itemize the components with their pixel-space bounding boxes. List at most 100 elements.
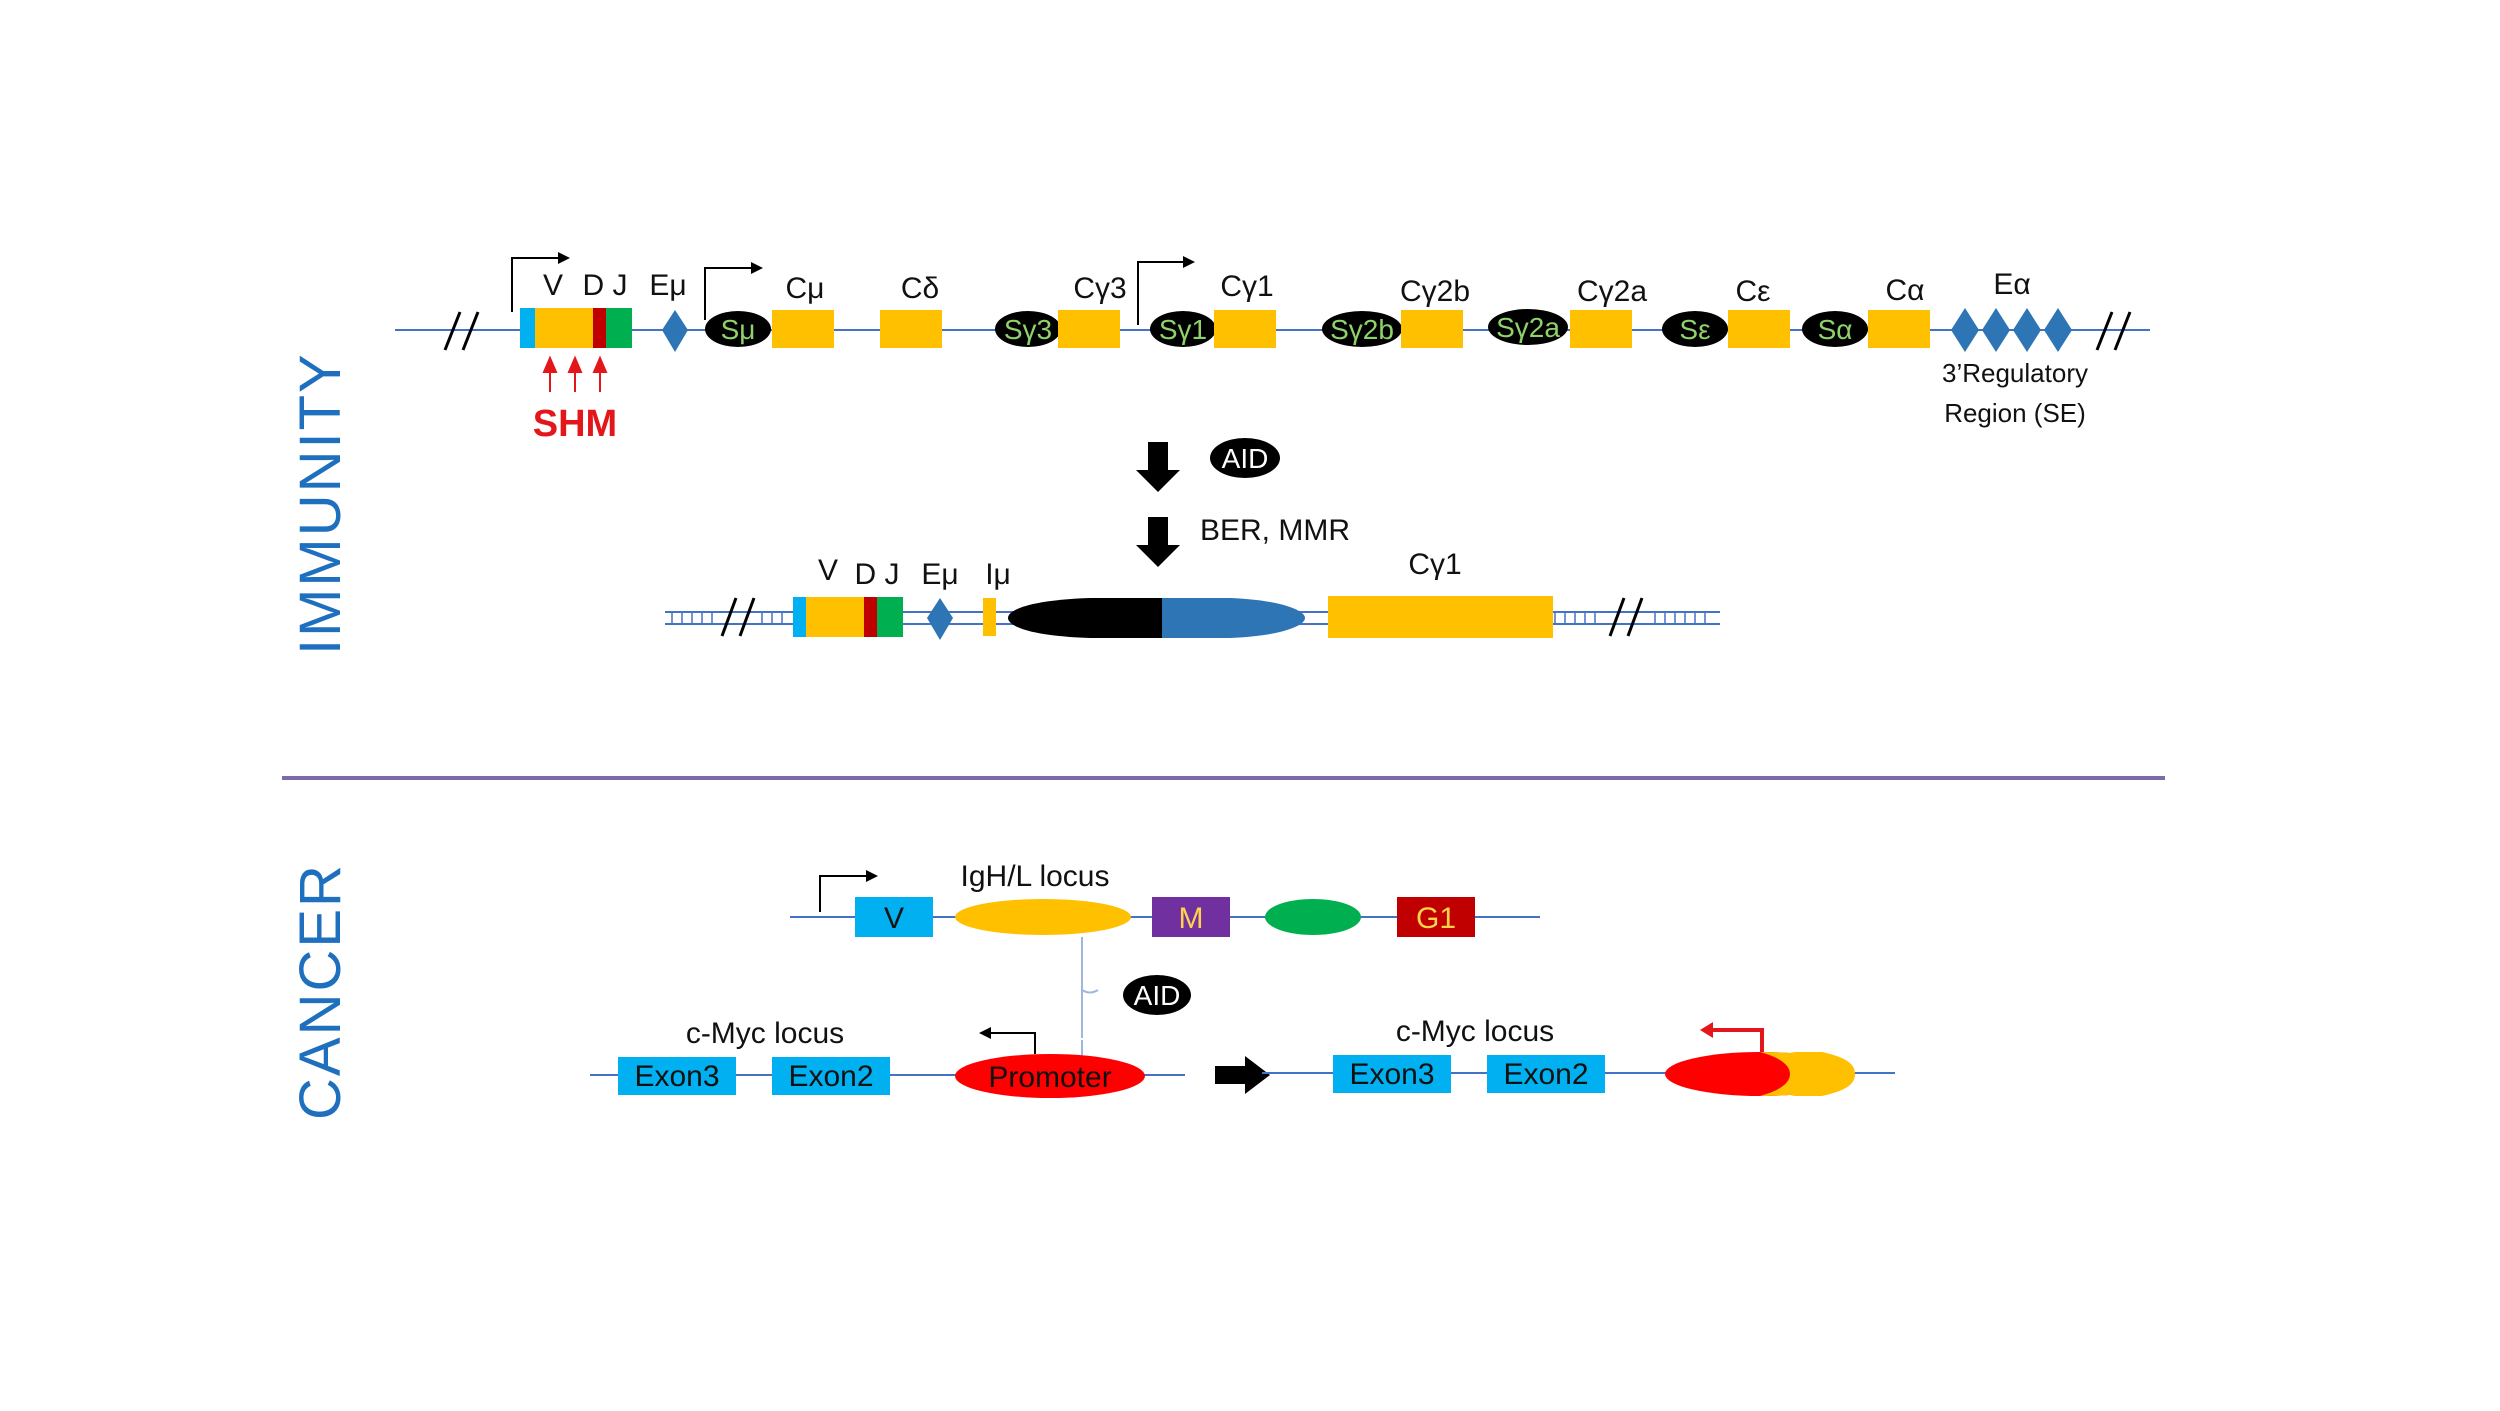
switch-label-sg3: Sγ3 bbox=[1004, 314, 1052, 345]
constant-gene-cg3 bbox=[1058, 310, 1120, 348]
label-regulatory-line1: 3’Regulatory bbox=[1942, 358, 2088, 388]
recombined-imu-box bbox=[983, 598, 996, 636]
label-cdelta: Cδ bbox=[901, 272, 939, 305]
igh-enhancer-ellipse bbox=[955, 899, 1131, 935]
switch-label-smu: Sμ bbox=[721, 314, 756, 345]
myc-after-exon3-box bbox=[1333, 1055, 1451, 1093]
break-mark-right bbox=[2095, 311, 2132, 351]
ea-enhancer-diamond-3 bbox=[2013, 308, 2041, 352]
myc-exon3-box bbox=[618, 1057, 736, 1095]
label-ca: Cα bbox=[1885, 274, 1924, 307]
igh-v-label: V bbox=[884, 902, 904, 935]
section-title-cancer: CANCER bbox=[288, 863, 353, 1120]
label-shm: SHM bbox=[533, 403, 617, 445]
label-ea: Eα bbox=[1993, 268, 2030, 301]
sg1-promoter-arrow bbox=[1137, 261, 1190, 325]
germline-locus: Sμ Sγ3 Sγ1 Sγ2b Sγ2a Sε Sα V D J Eμ Cμ C… bbox=[395, 252, 2150, 445]
myc-exon2-box bbox=[772, 1057, 890, 1095]
v-leader-segment bbox=[520, 308, 535, 348]
ladder-rungs-left bbox=[671, 612, 783, 624]
label-ce: Cε bbox=[1735, 275, 1770, 308]
m-label: M bbox=[1179, 902, 1204, 935]
label-repair: BER, MMR bbox=[1200, 514, 1350, 547]
myc-locus-after: c-Myc locus Exon3 Exon2 bbox=[1262, 1015, 1895, 1096]
v-promoter-arrowhead bbox=[558, 252, 570, 264]
break-mark-left bbox=[443, 311, 480, 351]
recombined-d-segment bbox=[864, 597, 877, 637]
shm-arrows bbox=[542, 355, 608, 392]
constant-gene-cmu bbox=[772, 310, 834, 348]
switch-label-se: Sε bbox=[1679, 314, 1710, 345]
imu-promoter-arrowhead bbox=[751, 262, 763, 274]
d-segment bbox=[593, 308, 606, 348]
recombined-cg1-box bbox=[1328, 596, 1553, 638]
ladder-rungs-right bbox=[1554, 612, 1706, 624]
imu-promoter-arrow bbox=[704, 267, 758, 320]
myc-exon2-label: Exon2 bbox=[788, 1060, 873, 1093]
myc-after-exon2-box bbox=[1487, 1055, 1605, 1093]
translocation-arrow bbox=[1215, 1056, 1270, 1094]
aid-label-top: AID bbox=[1222, 443, 1269, 474]
myc-promoter-arrow bbox=[985, 1032, 1036, 1054]
section-title-immunity: IMMUNITY bbox=[288, 352, 353, 655]
fused-enhancer-yellow-fill bbox=[1790, 1052, 1855, 1096]
switch-label-sa: Sα bbox=[1818, 314, 1853, 345]
igh-locus: V IgH/L locus M G1 bbox=[790, 860, 1540, 937]
label-cg2b: Cγ2b bbox=[1400, 275, 1470, 308]
recombined-break-left bbox=[720, 597, 756, 637]
translocation-connector bbox=[1081, 937, 1099, 1058]
g1-label: G1 bbox=[1416, 902, 1456, 935]
v-segment bbox=[535, 308, 593, 348]
recombined-label-emu: Eμ bbox=[921, 558, 958, 591]
m-box bbox=[1152, 897, 1230, 937]
hybrid-switch-black bbox=[1008, 598, 1162, 638]
label-emu: Eμ bbox=[649, 269, 686, 302]
label-cmu: Cμ bbox=[786, 272, 825, 305]
fused-promoter-arrow bbox=[1708, 1028, 1764, 1052]
igh-promoter-arrow bbox=[819, 875, 872, 912]
myc-promoter-arrowhead bbox=[979, 1027, 991, 1039]
constant-gene-cg2a bbox=[1570, 310, 1632, 348]
recombined-break-right bbox=[1608, 597, 1644, 637]
label-cg3: Cγ3 bbox=[1073, 272, 1126, 305]
g1-box bbox=[1397, 897, 1475, 937]
constant-gene-ce bbox=[1728, 310, 1790, 348]
down-arrow-1 bbox=[1136, 442, 1180, 492]
recombined-label-dj: D J bbox=[855, 558, 900, 591]
constant-gene-cg1 bbox=[1214, 310, 1276, 348]
switch-label-sg1: Sγ1 bbox=[1159, 314, 1207, 345]
igh-v-box bbox=[855, 897, 933, 937]
fused-promoter-arrowhead bbox=[1700, 1022, 1713, 1038]
switch-region-sg3 bbox=[995, 311, 1061, 347]
aid-badge-cancer bbox=[1123, 975, 1191, 1015]
switch-label-sg2b: Sγ2b bbox=[1330, 314, 1394, 345]
label-regulatory-line2: Region (SE) bbox=[1944, 398, 2086, 428]
down-arrow-2 bbox=[1136, 517, 1180, 567]
switch-region-smu bbox=[705, 311, 771, 347]
process-steps: AID BER, MMR bbox=[1136, 438, 1350, 567]
v-promoter-arrow bbox=[511, 257, 565, 312]
switch-region-sa bbox=[1802, 311, 1868, 347]
label-dj: D J bbox=[583, 269, 628, 302]
aid-badge-top bbox=[1210, 438, 1280, 478]
ea-enhancer-diamond-1 bbox=[1951, 308, 1979, 352]
label-v: V bbox=[543, 269, 563, 302]
label-cg2a: Cγ2a bbox=[1577, 275, 1647, 308]
myc-after-exon3-label: Exon3 bbox=[1349, 1058, 1434, 1091]
myc-exon3-label: Exon3 bbox=[634, 1060, 719, 1093]
igh-promoter-arrowhead bbox=[866, 870, 878, 882]
switch-region-sg2a bbox=[1488, 309, 1568, 345]
myc-promoter-ellipse bbox=[955, 1054, 1145, 1098]
switch-label-sg2a: Sγ2a bbox=[1496, 312, 1560, 343]
recombined-v-leader bbox=[793, 597, 806, 637]
green-ellipse bbox=[1265, 899, 1361, 935]
switch-region-se bbox=[1662, 311, 1728, 347]
constant-gene-cdelta bbox=[880, 310, 942, 348]
label-cg1: Cγ1 bbox=[1220, 270, 1273, 303]
recombined-emu-diamond bbox=[927, 598, 953, 640]
myc-locus-before: c-Myc locus Exon3 Exon2 Promoter bbox=[590, 1017, 1185, 1098]
myc-after-exon2-label: Exon2 bbox=[1503, 1058, 1588, 1091]
aid-label-cancer: AID bbox=[1134, 980, 1181, 1011]
